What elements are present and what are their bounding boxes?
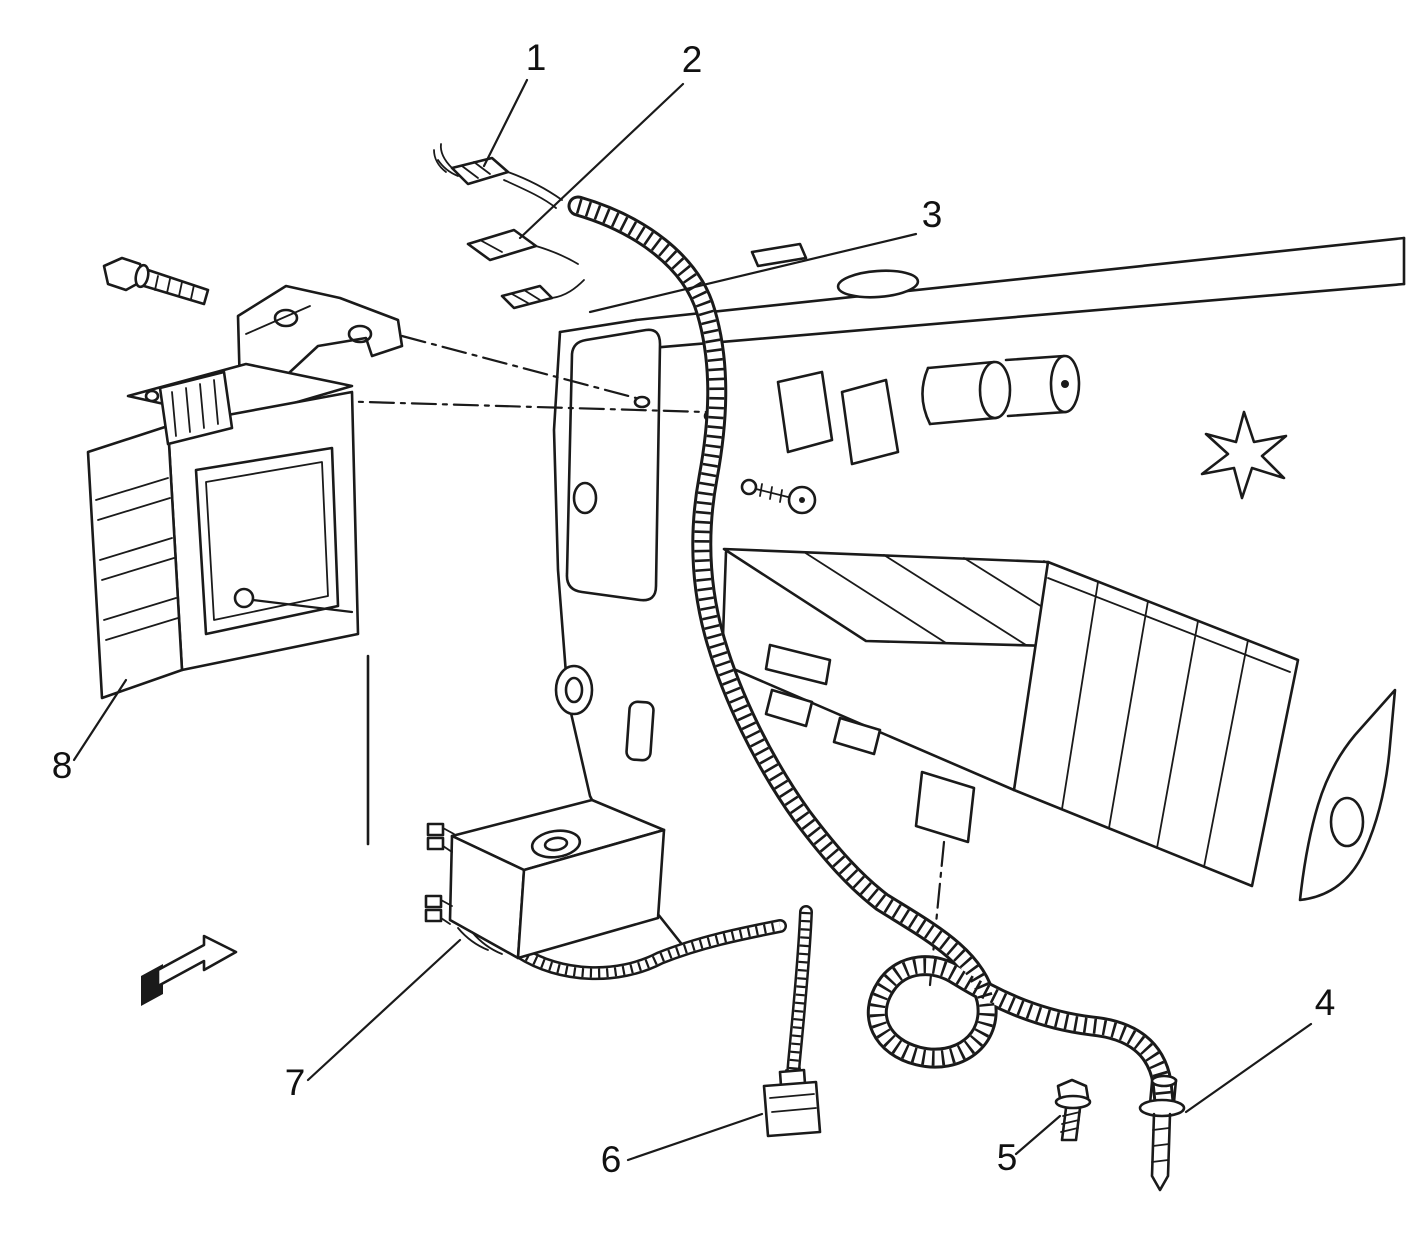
callout-labels: 1 2 3 4 5 6 7 8 (52, 37, 1336, 1180)
reservoir-cylinders-drawing (921, 354, 1081, 426)
bolt-5-drawing (1054, 1078, 1092, 1142)
callout-3: 3 (922, 194, 943, 235)
harness-branch-to-connector-drawing (792, 912, 806, 1086)
module-7-drawing (424, 798, 666, 960)
callout-1: 1 (526, 37, 547, 78)
mounting-bolt-drawing (102, 256, 210, 306)
connector-1-drawing (433, 143, 563, 209)
connector-6-drawing (762, 1067, 822, 1138)
callout-6: 6 (601, 1139, 622, 1180)
right-flange-drawing (1298, 688, 1397, 902)
callout-8: 8 (52, 745, 73, 786)
module-8-drawing (86, 362, 360, 700)
fuse-bracket-drawing (720, 547, 1300, 987)
retainer-clip-star-drawing (1200, 410, 1288, 500)
connector-2-drawing (466, 228, 585, 310)
front-of-vehicle-arrow (141, 934, 238, 1006)
callout-leaders (72, 78, 1313, 1162)
callout-7: 7 (285, 1062, 306, 1103)
stud-4-drawing (1138, 1074, 1186, 1192)
hvac-case-details-drawing (740, 370, 900, 515)
callout-4: 4 (1315, 982, 1336, 1023)
callout-5: 5 (997, 1137, 1018, 1178)
callout-2: 2 (682, 39, 703, 80)
cowl-beam-drawing (558, 236, 1406, 354)
